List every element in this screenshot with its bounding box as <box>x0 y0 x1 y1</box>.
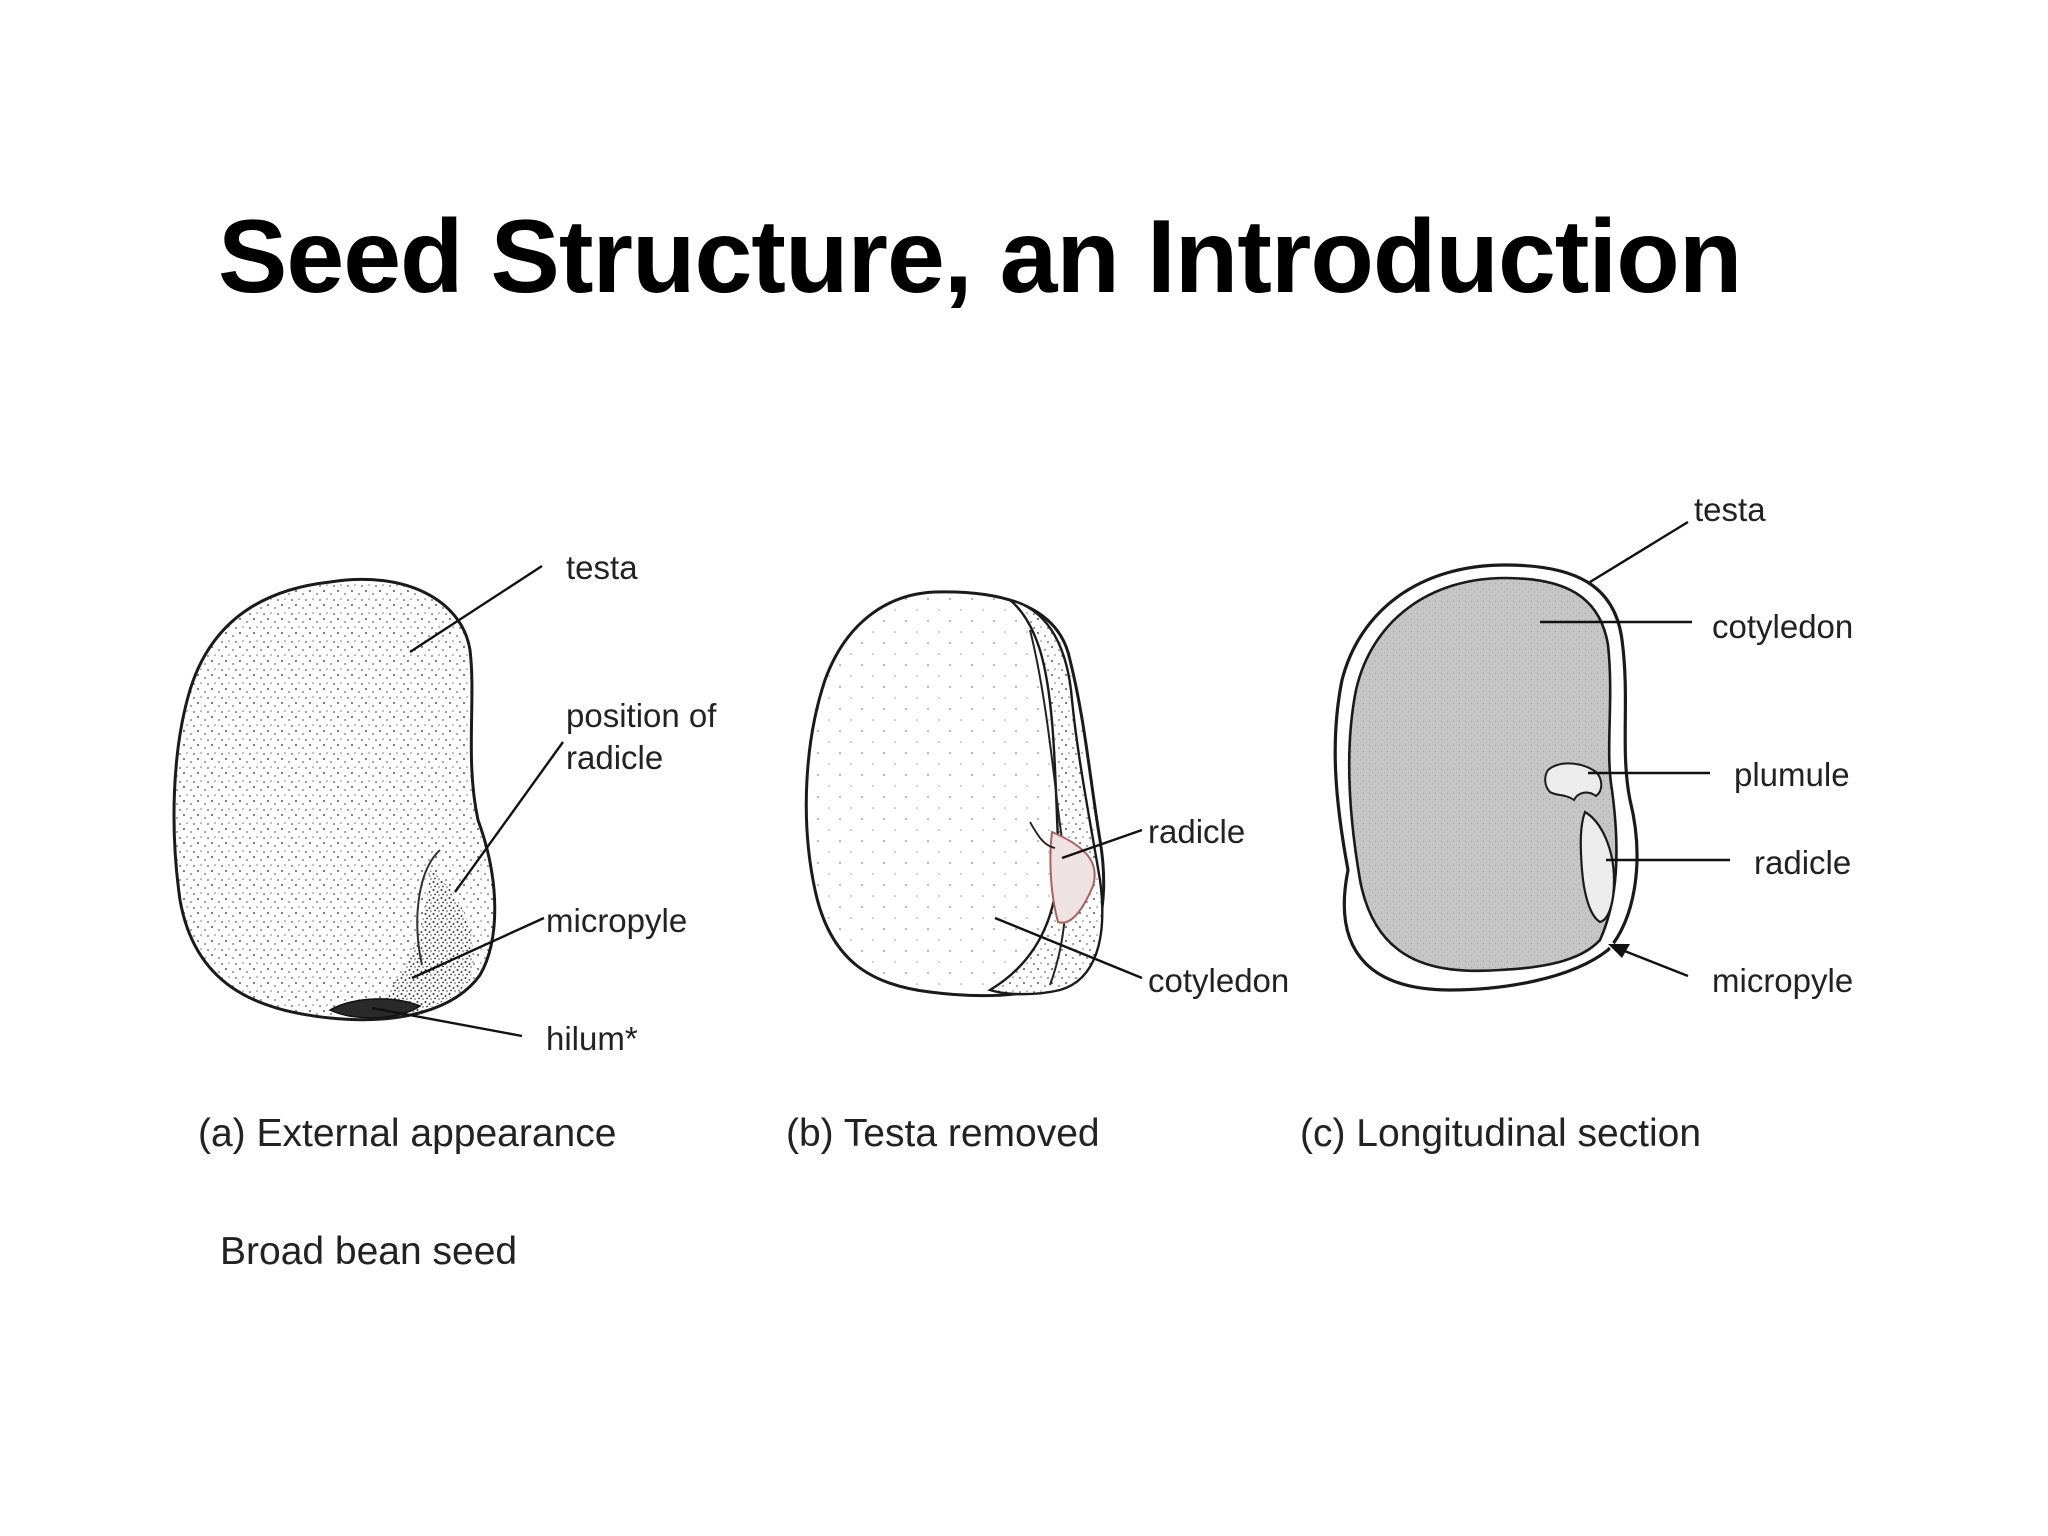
seed-b-outline <box>804 590 1106 998</box>
label-a-position-of: position of <box>566 697 717 734</box>
leader-c-micropyle <box>1621 948 1689 978</box>
slide-title: Seed Structure, an Introduction <box>218 199 1742 315</box>
label-a-radicle: radicle <box>566 739 663 776</box>
label-a-hilum: hilum* <box>546 1020 638 1057</box>
leader-a-radicle-position <box>454 741 564 893</box>
figure-caption: Broad bean seed <box>220 1230 517 1273</box>
seed-a-shadow <box>360 870 474 1018</box>
caption-b: (b) Testa removed <box>786 1112 1100 1155</box>
panel-b-testa-removed: radicle cotyledon (b) Testa removed <box>786 590 1289 1155</box>
label-c-micropyle: micropyle <box>1712 962 1853 999</box>
label-c-cotyledon: cotyledon <box>1712 608 1853 645</box>
radicle-b <box>1049 830 1096 924</box>
label-b-radicle: radicle <box>1148 813 1245 850</box>
panel-a-external-appearance: testa position of radicle micropyle hilu… <box>172 549 717 1155</box>
arrowhead-c-micropyle <box>1608 944 1630 958</box>
label-a-micropyle: micropyle <box>546 902 687 939</box>
cotyledon-c <box>1347 576 1618 973</box>
plumule-c <box>1544 762 1603 802</box>
label-c-radicle: radicle <box>1754 844 1851 881</box>
cotyledon-b-split <box>1029 629 1067 986</box>
leader-a-micropyle <box>411 916 545 980</box>
label-a-testa: testa <box>566 549 638 586</box>
seed-a-outline <box>172 577 497 1022</box>
leader-a-hilum <box>371 1006 523 1038</box>
radicle-c <box>1579 810 1616 924</box>
leader-b-cotyledon <box>994 916 1143 980</box>
label-b-cotyledon: cotyledon <box>1148 962 1289 999</box>
caption-a: (a) External appearance <box>198 1112 616 1155</box>
caption-c: (c) Longitudinal section <box>1300 1112 1701 1155</box>
leader-b-radicle <box>1061 828 1143 860</box>
leader-c-testa <box>1589 520 1689 584</box>
label-c-testa: testa <box>1694 491 1766 528</box>
panel-c-longitudinal-section: testa cotyledon plumule radicle micropyl… <box>1300 491 1853 1155</box>
label-c-plumule: plumule <box>1734 756 1850 793</box>
radicle-b-tip <box>1029 821 1056 849</box>
leader-a-testa <box>409 564 543 654</box>
radicle-ridge <box>416 849 441 966</box>
